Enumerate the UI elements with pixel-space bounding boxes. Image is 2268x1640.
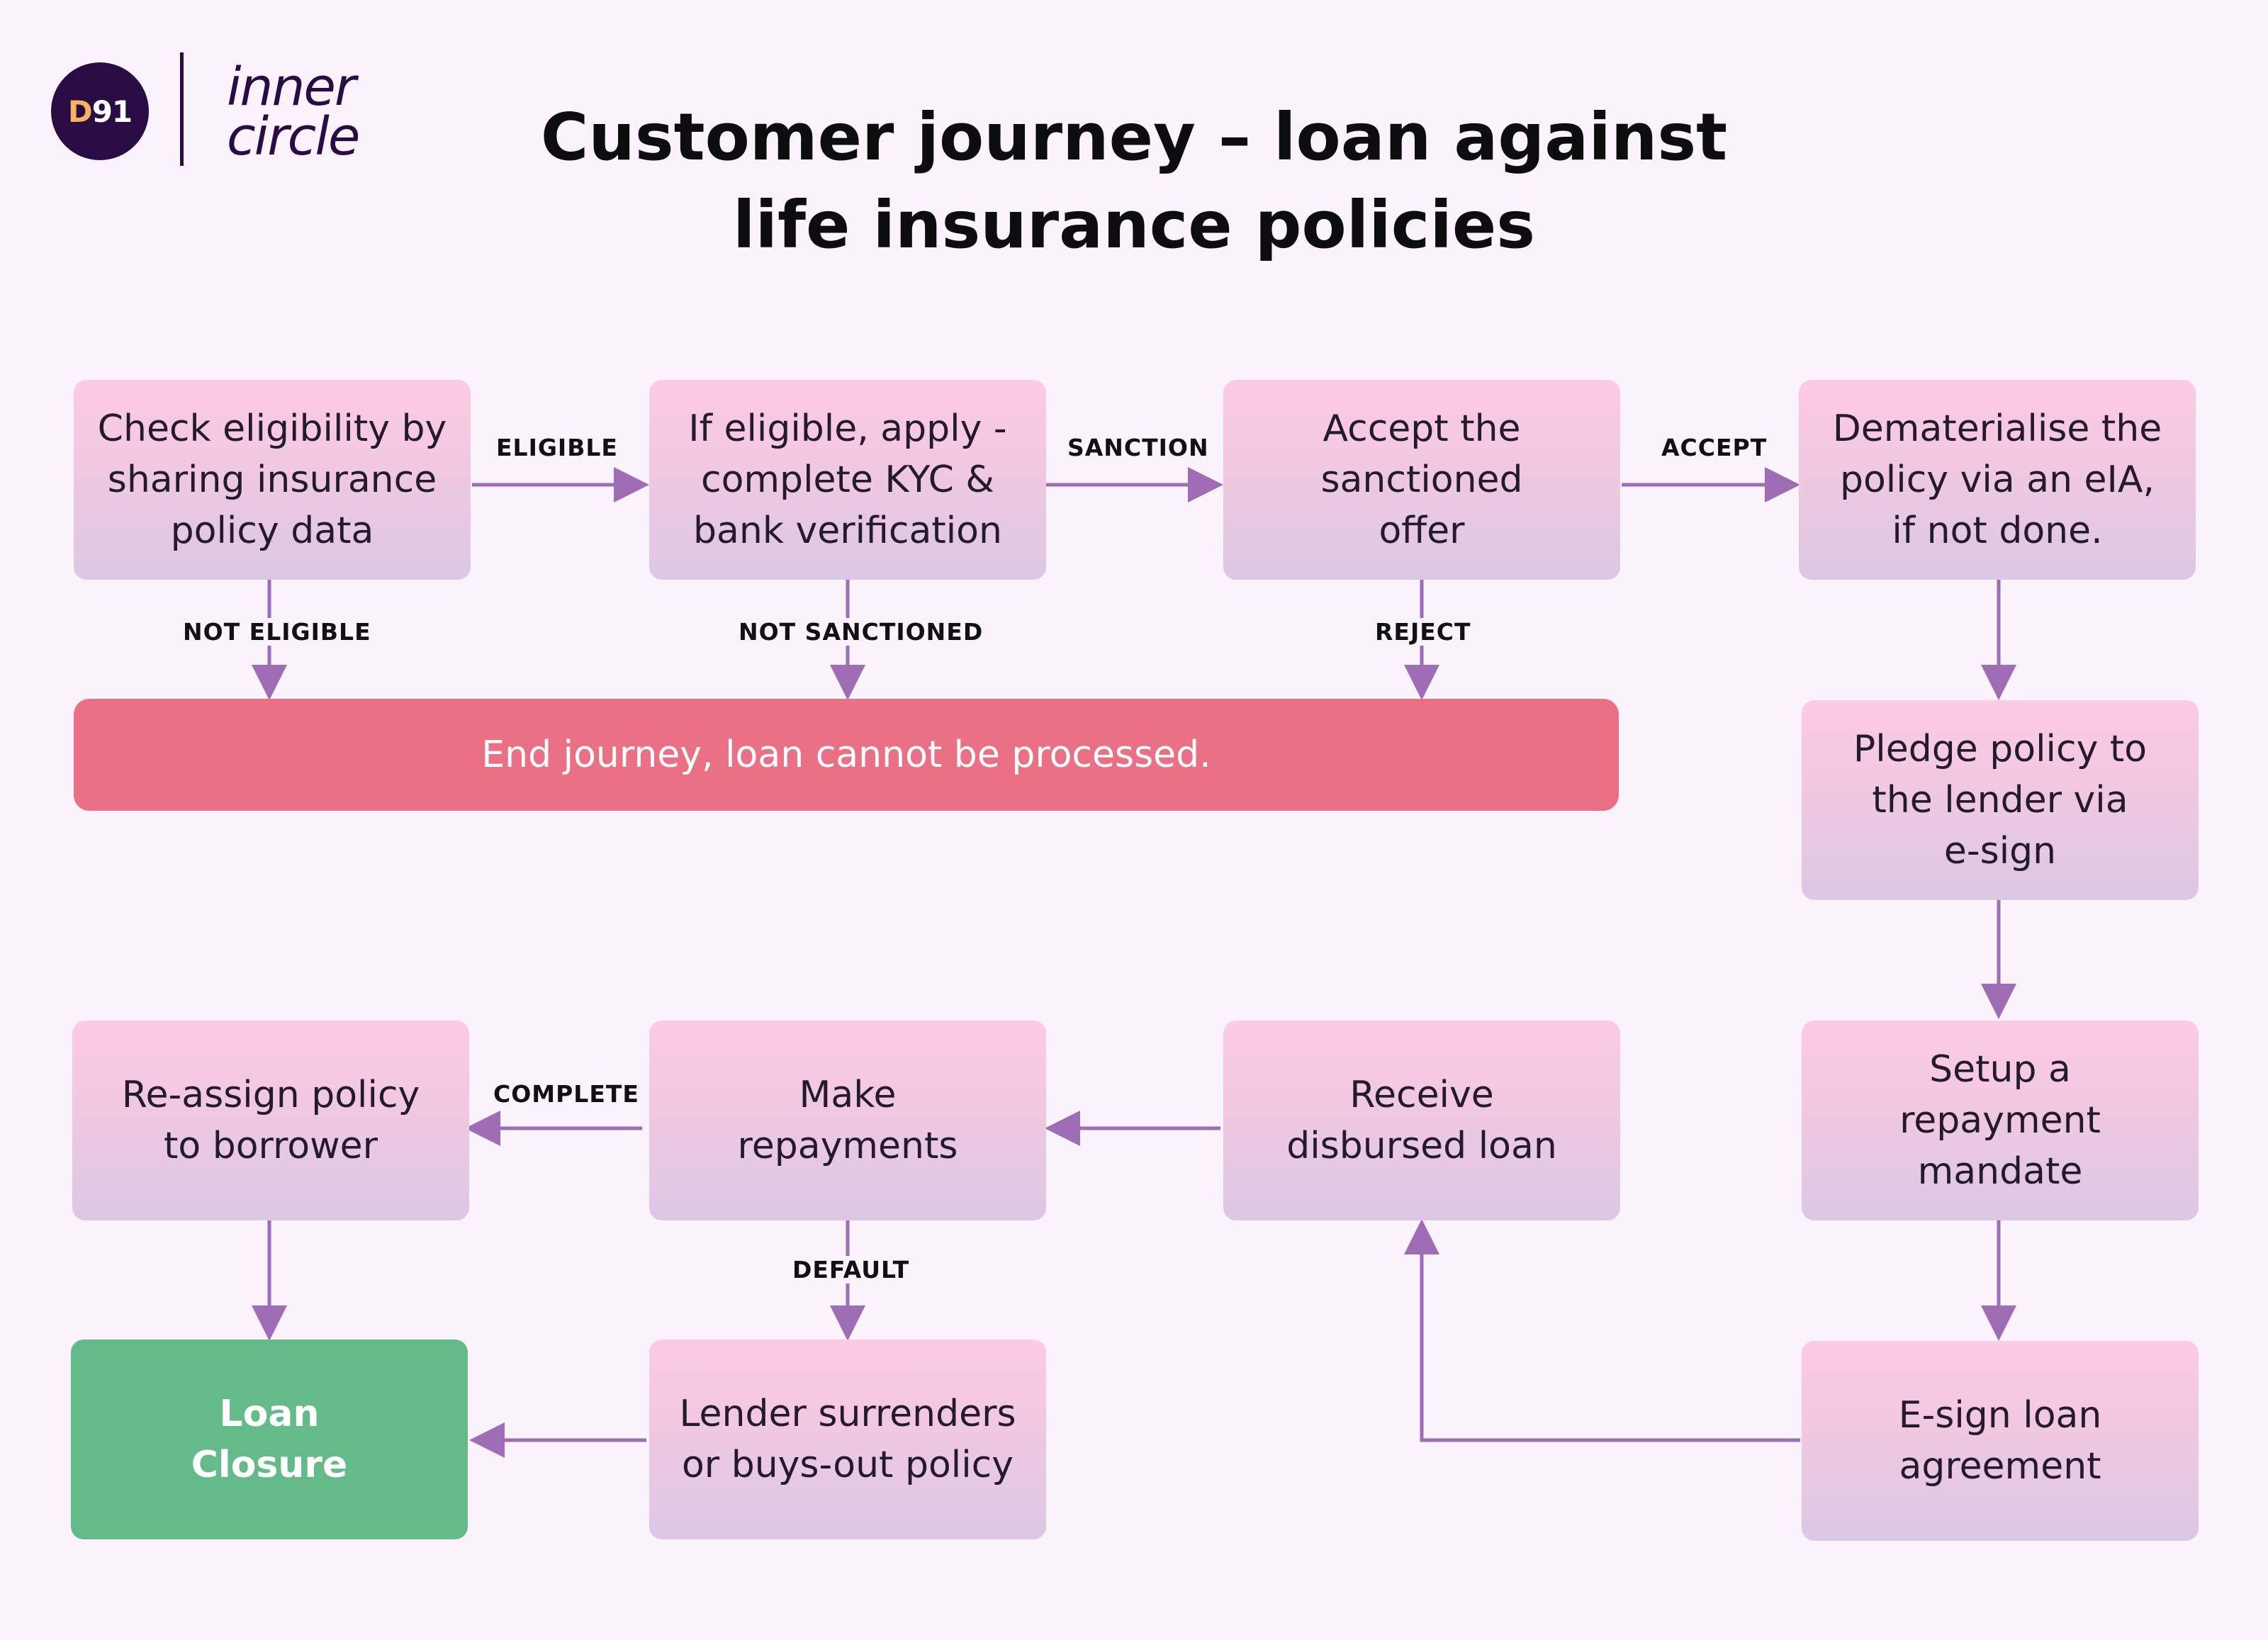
step-accept-offer-text: Accept the sanctioned offer bbox=[1320, 408, 1523, 552]
logo-divider bbox=[180, 52, 184, 166]
step-pledge-policy: Pledge policy to the lender via e-sign bbox=[1802, 700, 2199, 900]
inner-circle-logo-text: inner circle bbox=[227, 57, 360, 167]
arrow-esign-to-receive bbox=[1404, 1219, 1800, 1442]
step-lender-surrenders: Lender surrenders or buys-out policy bbox=[649, 1339, 1046, 1539]
title-line2: life insurance policies bbox=[732, 187, 1536, 263]
step-make-repayments: Make repayments bbox=[649, 1021, 1046, 1220]
step-check-eligibility: Check eligibility by sharing insurance p… bbox=[74, 380, 471, 580]
step-reassign-policy: Re-assign policy to borrower bbox=[72, 1021, 469, 1220]
page-title: Customer journey – loan against life ins… bbox=[496, 94, 1772, 269]
step-check-eligibility-text: Check eligibility by sharing insurance p… bbox=[97, 408, 447, 552]
edge-label-not-eligible: NOT ELIGIBLE bbox=[179, 618, 376, 646]
title-line1: Customer journey – loan against bbox=[540, 99, 1728, 175]
step-loan-closure: Loan Closure bbox=[71, 1339, 468, 1539]
step-repayment-mandate: Setup a repayment mandate bbox=[1802, 1021, 2199, 1220]
step-esign-agreement-text: E-sign loan agreement bbox=[1898, 1394, 2102, 1488]
step-esign-agreement: E-sign loan agreement bbox=[1802, 1341, 2199, 1541]
step-apply-kyc: If eligible, apply - complete KYC & bank… bbox=[649, 380, 1046, 580]
step-dematerialise-text: Dematerialise the policy via an eIA, if … bbox=[1832, 408, 2162, 552]
edge-label-complete: COMPLETE bbox=[489, 1080, 644, 1108]
step-reassign-policy-text: Re-assign policy to borrower bbox=[121, 1074, 420, 1167]
step-apply-kyc-text: If eligible, apply - complete KYC & bank… bbox=[688, 408, 1007, 552]
step-repayment-mandate-text: Setup a repayment mandate bbox=[1899, 1048, 2101, 1193]
edge-label-default: DEFAULT bbox=[788, 1256, 914, 1284]
logo-badge-number: 91 bbox=[91, 94, 133, 129]
step-dematerialise: Dematerialise the policy via an eIA, if … bbox=[1799, 380, 2196, 580]
step-lender-surrenders-text: Lender surrenders or buys-out policy bbox=[679, 1393, 1016, 1486]
step-pledge-policy-text: Pledge policy to the lender via e-sign bbox=[1853, 728, 2148, 872]
edge-label-reject: REJECT bbox=[1371, 618, 1476, 646]
step-make-repayments-text: Make repayments bbox=[737, 1074, 958, 1167]
edge-label-eligible: ELIGIBLE bbox=[492, 434, 622, 461]
end-journey-bar: End journey, loan cannot be processed. bbox=[74, 699, 1619, 811]
edge-label-sanction: SANCTION bbox=[1063, 434, 1213, 461]
end-journey-text: End journey, loan cannot be processed. bbox=[481, 734, 1211, 776]
step-receive-loan: Receive disbursed loan bbox=[1223, 1021, 1620, 1220]
step-accept-offer: Accept the sanctioned offer bbox=[1223, 380, 1620, 580]
edge-label-accept: ACCEPT bbox=[1657, 434, 1772, 461]
logo-word-line2: circle bbox=[227, 106, 360, 167]
logo-badge-letter: D bbox=[67, 94, 93, 129]
edge-label-not-sanctioned: NOT SANCTIONED bbox=[734, 618, 988, 646]
step-receive-loan-text: Receive disbursed loan bbox=[1286, 1074, 1557, 1167]
logo-word-line1: inner bbox=[227, 57, 356, 118]
